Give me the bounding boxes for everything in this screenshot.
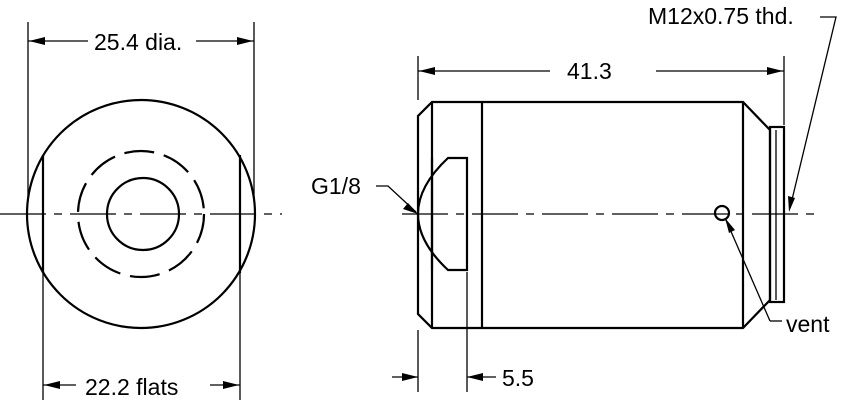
depth-arrow-right <box>467 373 483 381</box>
hidden-bore-circle <box>76 149 206 279</box>
flats-arrow-right <box>223 381 239 389</box>
port-leader <box>376 185 417 213</box>
length-arrow-right <box>767 67 783 75</box>
vent-hole <box>713 204 731 222</box>
length-label: 41.3 <box>567 58 612 84</box>
depth-arrow-left <box>402 373 418 381</box>
depth-label: 5.5 <box>502 365 534 391</box>
thread-leader <box>789 16 837 209</box>
diameter-arrow-right <box>237 37 253 45</box>
end-view: 25.4 dia. 22.2 flats <box>0 22 282 400</box>
diameter-arrow-left <box>29 37 45 45</box>
length-arrow-left <box>419 67 435 75</box>
body-outline <box>416 100 772 330</box>
vent-label: vent <box>786 311 830 337</box>
vent-leader-arrow <box>725 218 735 233</box>
thread-label: M12x0.75 thd. <box>648 3 794 29</box>
thread-leader-arrow <box>788 196 795 212</box>
flats-label: 22.2 flats <box>85 374 178 400</box>
flats-arrow-left <box>44 381 60 389</box>
port-leader-arrow <box>403 203 418 214</box>
diameter-label: 25.4 dia. <box>94 29 182 55</box>
vent-leader <box>725 219 771 322</box>
port-label: G1/8 <box>311 173 361 199</box>
side-view: 41.3 M12x0.75 thd. G1/8 vent 5.5 <box>311 3 837 392</box>
